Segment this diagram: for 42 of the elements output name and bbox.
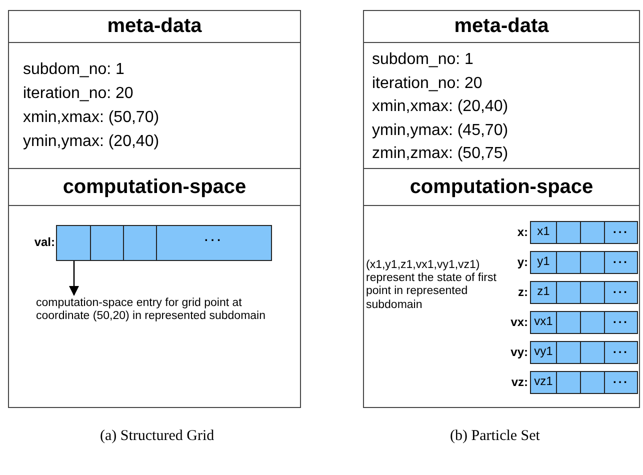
field-text: iteration_no: 20 (23, 85, 134, 103)
field-text: iteration_no: 20 (372, 74, 482, 92)
annotation-text: computation-space entry for grid point at coordinate (50,20) in represented subdomain (36, 297, 286, 324)
array-label: x: (516, 225, 528, 239)
section-heading: meta-data (9, 11, 300, 43)
array-cell: ... (604, 221, 638, 244)
array-label: val: (33, 235, 55, 249)
computation-space-section (363, 168, 640, 408)
metadata-section (8, 10, 301, 169)
array-cell: vz1 (530, 371, 557, 394)
array-cell: ... (604, 371, 638, 394)
field-text: xmin,xmax: (50,70) (23, 109, 160, 127)
arrow (69, 261, 79, 296)
metadata-section (363, 10, 640, 169)
array-cell: vy1 (530, 341, 557, 364)
field-text: subdom_no: 1 (372, 51, 474, 69)
array-cell: y1 (530, 251, 557, 274)
array-cell: ... (604, 311, 638, 334)
array-drawing: ... (56, 225, 271, 261)
computation-space-section (8, 168, 301, 408)
array-label: z: (517, 285, 528, 299)
caption-text: (a) Structured Grid (100, 428, 214, 445)
array-cell: ... (604, 341, 638, 364)
array-label: vx: (510, 315, 528, 329)
caption-text: (b) Particle Set (450, 428, 540, 445)
array-cell: z1 (530, 281, 557, 304)
array-label: y: (516, 255, 528, 269)
array-cell: x1 (530, 221, 557, 244)
array-cell: ... (604, 251, 638, 274)
section-heading: meta-data (364, 11, 639, 43)
section-heading: computation-space (9, 169, 300, 206)
annotation-text: (x1,y1,z1,vx1,vy1,vz1) represent the state of first point in represented subdomain (366, 259, 504, 312)
array-label: vz: (510, 375, 528, 389)
field-text: zmin,zmax: (50,75) (372, 145, 508, 163)
field-text: ymin,ymax: (45,70) (372, 122, 508, 140)
array-label: vy: (510, 345, 528, 359)
field-text: ymin,ymax: (20,40) (23, 133, 160, 151)
array-cell: ... (604, 281, 638, 304)
array-cell: vx1 (530, 311, 557, 334)
field-text: subdom_no: 1 (23, 61, 124, 79)
section-heading: computation-space (364, 169, 639, 206)
field-text: xmin,xmax: (20,40) (372, 98, 508, 116)
